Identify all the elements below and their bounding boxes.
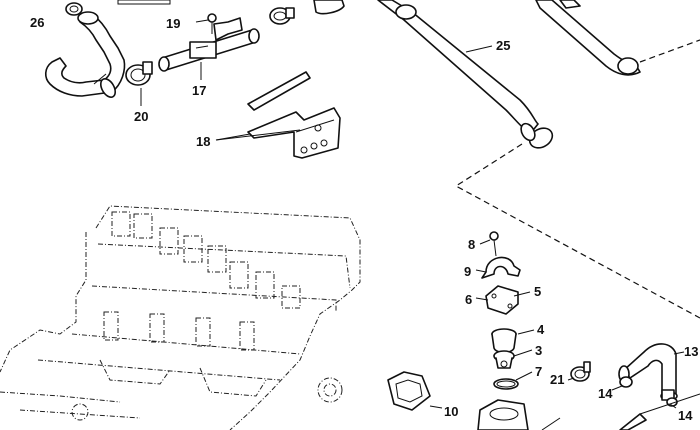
callout-19: 19	[166, 16, 180, 31]
callout-26: 26	[30, 15, 44, 30]
callout-21: 21	[550, 372, 564, 387]
callout-14-right: 14	[678, 408, 693, 423]
callout-4: 4	[537, 322, 545, 337]
callout-8: 8	[468, 237, 475, 252]
hose-clamp-21	[570, 361, 591, 382]
long-hose-25	[377, 0, 554, 149]
long-hose-right	[535, 0, 641, 76]
leader-4	[517, 329, 535, 335]
leader-18b	[215, 129, 301, 141]
hose-elbow-26	[44, 11, 126, 98]
leader-14a	[611, 385, 623, 391]
callout-10: 10	[444, 404, 458, 419]
clamp-14-left	[619, 376, 633, 388]
callout-13: 13	[684, 344, 698, 359]
callout-17: 17	[192, 83, 206, 98]
callout-3: 3	[535, 343, 542, 358]
callout-14-left: 14	[598, 386, 613, 401]
hose-top-center	[313, 0, 345, 15]
callout-7: 7	[535, 364, 542, 379]
leader-13	[673, 351, 685, 355]
hose-clamp-top-26	[65, 2, 83, 16]
callout-5: 5	[534, 284, 541, 299]
leader-21	[567, 377, 575, 381]
leader-19	[195, 19, 209, 23]
bracket-18	[247, 71, 341, 159]
leader-9	[475, 269, 487, 273]
callout-20: 20	[134, 109, 148, 124]
leader-5	[513, 291, 531, 297]
dash-top-right	[639, 39, 700, 63]
leader-6	[475, 297, 489, 301]
gasket-6	[485, 285, 519, 315]
thermostat-housing	[477, 399, 529, 430]
clamp-14-right	[661, 389, 678, 407]
callout-25: 25	[496, 38, 510, 53]
hose-clamp-20	[125, 61, 153, 86]
callout-18: 18	[196, 134, 210, 149]
leader-14b	[669, 403, 677, 409]
leader-10	[429, 405, 443, 409]
frame-edge	[117, 0, 171, 5]
leader-8	[479, 239, 491, 245]
callout-6: 6	[465, 292, 472, 307]
connection-dashed-line	[454, 143, 700, 319]
leader-3	[513, 349, 533, 357]
engine-block-outline	[0, 205, 361, 430]
thermostat-sleeve-4	[491, 328, 517, 354]
callout-9: 9	[464, 264, 471, 279]
thermostat-3	[493, 350, 515, 369]
sensor-wire	[541, 393, 700, 430]
clamp-bracket-9	[481, 256, 521, 279]
water-tube-17	[158, 17, 260, 72]
screw-19	[207, 13, 217, 34]
screw-8	[489, 231, 499, 257]
gasket-10	[387, 371, 431, 411]
leader-7	[515, 371, 533, 381]
hose-clamp-mid	[269, 7, 295, 25]
o-ring-7	[493, 378, 519, 390]
leader-25	[465, 45, 493, 53]
